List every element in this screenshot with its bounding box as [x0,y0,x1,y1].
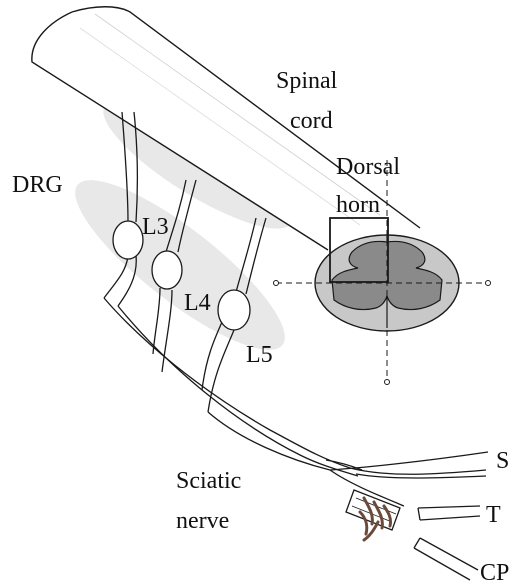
tibial-branch [418,506,480,520]
label-sciatic-line1: Sciatic [176,468,241,494]
label-tibial: T [486,502,501,528]
drg-l4 [152,251,182,289]
label-spinal-cord-line1: Spinal [276,68,338,94]
drg-l5 [218,290,250,330]
sciatic-nerve [104,298,486,478]
label-sural: S [496,448,509,474]
label-common-peroneal: CP [480,560,509,586]
label-spinal-cord-line2: cord [290,108,333,134]
label-drg: DRG [12,172,63,198]
label-dorsal-horn-line1: Dorsal [336,154,400,180]
label-l3: L3 [142,214,169,240]
common-peroneal-branch [414,538,478,580]
axis-end-left [274,281,279,286]
label-l4: L4 [184,290,211,316]
drg-l3 [113,221,143,259]
label-dorsal-horn-line2: horn [336,192,380,218]
label-sciatic-line2: nerve [176,508,229,534]
axis-end-right [486,281,491,286]
axis-end-bottom [385,380,390,385]
label-l5: L5 [246,342,273,368]
